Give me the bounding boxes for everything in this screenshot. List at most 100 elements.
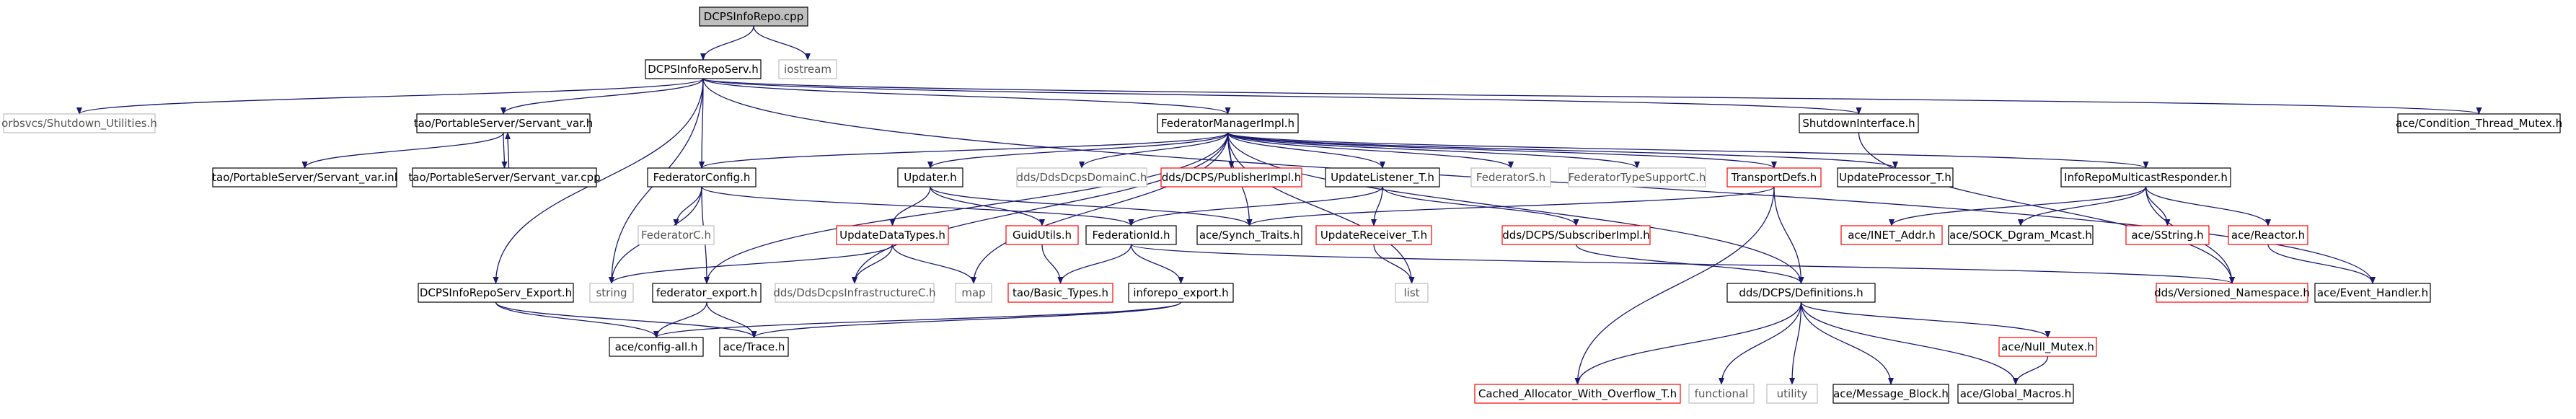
node-label-transportdefs: TransportDefs.h — [1731, 171, 1817, 184]
edge-serv_export-to-config_all — [495, 301, 659, 338]
node-cond_mutex[interactable]: ace/Condition_Thread_Mutex.h — [2396, 113, 2562, 133]
node-label-federators: FederatorS.h — [1476, 171, 1545, 184]
node-trace[interactable]: ace/Trace.h — [719, 337, 789, 357]
node-serv_export[interactable]: DCPSInfoRepoServ_Export.h — [418, 283, 574, 303]
node-box-servant_var_h — [416, 113, 591, 133]
node-box-versioned_ns — [2156, 283, 2308, 303]
node-label-fedtypesupp: FederatorTypeSupportC.h — [1569, 171, 1706, 184]
edge-serv_h-to-shutdown_iface — [702, 78, 1861, 115]
edge-serv_h-to-serv_export — [493, 78, 704, 284]
node-fedtypesupp: FederatorTypeSupportC.h — [1568, 167, 1706, 188]
edge-updlistener-to-federationid — [1128, 186, 1383, 226]
node-box-map — [955, 283, 992, 303]
edge-fedmgr-to-updlistener — [1227, 132, 1385, 169]
node-box-definitions — [1726, 283, 1876, 303]
node-box-fedmgr — [1157, 113, 1299, 133]
node-cached_alloc[interactable]: Cached_Allocator_With_Overflow_T.h — [1474, 384, 1681, 404]
node-box-transportdefs — [1726, 167, 1822, 188]
node-label-servant_var_h: tao/PortableServer/Servant_var.h — [414, 117, 593, 131]
node-label-fedconfig: FederatorConfig.h — [653, 171, 751, 184]
node-box-utility — [1766, 384, 1818, 404]
node-serv_h[interactable]: DCPSInfoRepoServ.h — [645, 59, 762, 79]
node-label-trace: ace/Trace.h — [723, 340, 785, 353]
node-label-updlistener: UpdateListener_T.h — [1331, 171, 1434, 185]
edge-fedconfig-to-federationid — [701, 186, 1134, 226]
node-pubimpl[interactable]: dds/DCPS/PublisherImpl.h — [1160, 167, 1302, 188]
node-synchtraits[interactable]: ace/Synch_Traits.h — [1196, 225, 1302, 245]
node-infrastructurec: dds/DdsDcpsInfrastructureC.h — [773, 283, 936, 303]
edge-serv_h-to-servant_var_h — [500, 78, 704, 115]
node-sockdgram[interactable]: ace/SOCK_Dgram_Mcast.h — [1948, 225, 2094, 245]
node-label-federationid: FederationId.h — [1092, 229, 1170, 242]
node-fedmgr[interactable]: FederatorManagerImpl.h — [1157, 113, 1299, 133]
node-config_all[interactable]: ace/config-all.h — [609, 337, 704, 357]
node-label-string: string — [596, 286, 627, 299]
node-msgblock[interactable]: ace/Message_Block.h — [1832, 384, 1949, 404]
node-sstring[interactable]: ace/SString.h — [2125, 225, 2210, 245]
node-fedexport[interactable]: federator_export.h — [652, 283, 762, 303]
edge-servant_var_cpp-to-servant_var_h — [505, 132, 511, 169]
node-updater[interactable]: Updater.h — [897, 167, 963, 188]
node-updlistener[interactable]: UpdateListener_T.h — [1325, 167, 1440, 188]
node-box-iostream — [778, 59, 837, 79]
node-inetaddr[interactable]: ace/INET_Addr.h — [1840, 225, 1943, 245]
node-transportdefs[interactable]: TransportDefs.h — [1726, 167, 1822, 188]
edges-layer — [76, 25, 2482, 385]
node-box-event_handler — [2314, 283, 2431, 303]
node-inforepo_export[interactable]: inforepo_export.h — [1128, 283, 1234, 303]
node-subimpl[interactable]: dds/DCPS/SubscriberImpl.h — [1501, 225, 1651, 245]
edge-fedmgr-to-fedexport — [704, 132, 1229, 284]
node-definitions[interactable]: dds/DCPS/Definitions.h — [1726, 283, 1876, 303]
node-label-nullmutex: ace/Null_Mutex.h — [2001, 340, 2094, 354]
edge-root-to-serv_h — [700, 25, 754, 61]
edge-definitions-to-cached_alloc — [1574, 301, 1802, 385]
edge-subimpl-to-definitions — [1575, 244, 1804, 284]
node-box-infrastructurec — [775, 283, 935, 303]
node-federationid[interactable]: FederationId.h — [1085, 225, 1177, 245]
node-servant_var_inl[interactable]: tao/PortableServer/Servant_var.inl — [212, 167, 397, 188]
node-utility: utility — [1766, 384, 1818, 404]
edge-updater-to-guidutils — [930, 186, 1045, 226]
node-basictypes[interactable]: tao/Basic_Types.h — [1007, 283, 1113, 303]
node-box-updater — [897, 167, 963, 188]
node-box-cached_alloc — [1474, 384, 1681, 404]
node-versioned_ns[interactable]: dds/Versioned_Namespace.h — [2154, 283, 2310, 303]
node-servant_var_cpp[interactable]: tao/PortableServer/Servant_var.cpp — [408, 167, 601, 188]
node-box-updatedatatypes — [836, 225, 949, 245]
node-updproc[interactable]: UpdateProcessor_T.h — [1837, 167, 1954, 188]
node-label-functional: functional — [1695, 387, 1749, 400]
node-reactor[interactable]: ace/Reactor.h — [2228, 225, 2308, 245]
edge-transportdefs-to-definitions — [1773, 186, 1804, 284]
node-box-functional — [1688, 384, 1755, 404]
node-globalmacros[interactable]: ace/Global_Macros.h — [1957, 384, 2074, 404]
edge-updater-to-synchtraits — [930, 186, 1253, 226]
node-box-sockdgram — [1948, 225, 2094, 245]
edge-fedmgr-to-transportdefs — [1227, 132, 1777, 169]
edge-federationid-to-inforepo_export — [1130, 244, 1184, 284]
edge-guidutils-to-basictypes — [1041, 244, 1064, 284]
node-shutdown_iface[interactable]: ShutdownInterface.h — [1799, 113, 1919, 133]
node-updreceiver[interactable]: UpdateReceiver_T.h — [1315, 225, 1432, 245]
node-box-federators — [1470, 167, 1551, 188]
node-label-synchtraits: ace/Synch_Traits.h — [1199, 229, 1300, 242]
node-label-map: map — [961, 286, 985, 299]
node-box-serv_h — [645, 59, 762, 79]
edge-updatedatatypes-to-map — [891, 244, 976, 284]
node-servant_var_h[interactable]: tao/PortableServer/Servant_var.h — [414, 113, 593, 133]
edge-updlistener-to-updreceiver — [1371, 186, 1383, 226]
node-fedconfig[interactable]: FederatorConfig.h — [647, 167, 757, 188]
node-guidutils[interactable]: GuidUtils.h — [1005, 225, 1079, 245]
node-mcastresp[interactable]: InfoRepoMulticastResponder.h — [2060, 167, 2231, 188]
node-event_handler[interactable]: ace/Event_Handler.h — [2314, 283, 2431, 303]
node-box-synchtraits — [1196, 225, 1302, 245]
node-box-root — [699, 6, 808, 27]
node-box-fedconfig — [647, 167, 757, 188]
node-nullmutex[interactable]: ace/Null_Mutex.h — [1998, 337, 2097, 357]
edge-serv_h-to-fedconfig — [699, 78, 705, 169]
edge-servant_var_h-to-servant_var_inl — [301, 132, 504, 169]
edge-definitions-to-globalmacros — [1800, 301, 2019, 385]
node-updatedatatypes[interactable]: UpdateDataTypes.h — [836, 225, 949, 245]
edge-shutdown_iface-to-versioned_ns — [1858, 132, 2235, 284]
node-label-domainc: dds/DdsDcpsDomainC.h — [1017, 171, 1147, 184]
